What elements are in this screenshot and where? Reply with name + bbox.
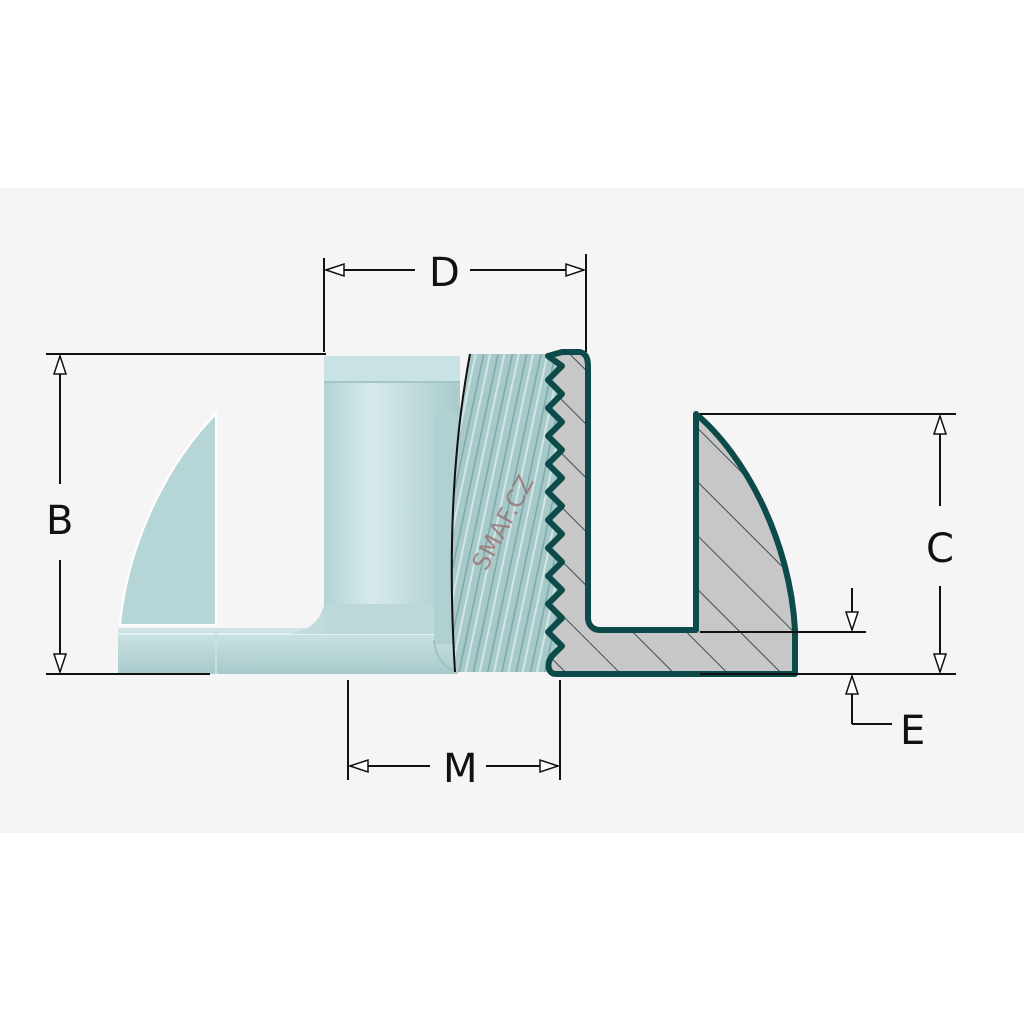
dimension-d: D bbox=[323, 250, 587, 352]
left-wing bbox=[118, 411, 217, 626]
label-e: E bbox=[900, 708, 925, 754]
dimension-e: E bbox=[700, 588, 925, 754]
flange-base bbox=[118, 628, 458, 674]
dimension-b: B bbox=[46, 353, 326, 675]
section-outline bbox=[545, 349, 798, 677]
knurled-section bbox=[451, 354, 560, 672]
dimension-c: C bbox=[700, 413, 956, 675]
dimension-m: M bbox=[347, 680, 561, 792]
label-b: B bbox=[46, 498, 73, 544]
label-d: D bbox=[429, 250, 460, 296]
label-m: M bbox=[443, 746, 478, 792]
cross-section bbox=[548, 352, 795, 674]
barrel-fillet bbox=[290, 600, 325, 634]
label-c: C bbox=[926, 526, 954, 572]
